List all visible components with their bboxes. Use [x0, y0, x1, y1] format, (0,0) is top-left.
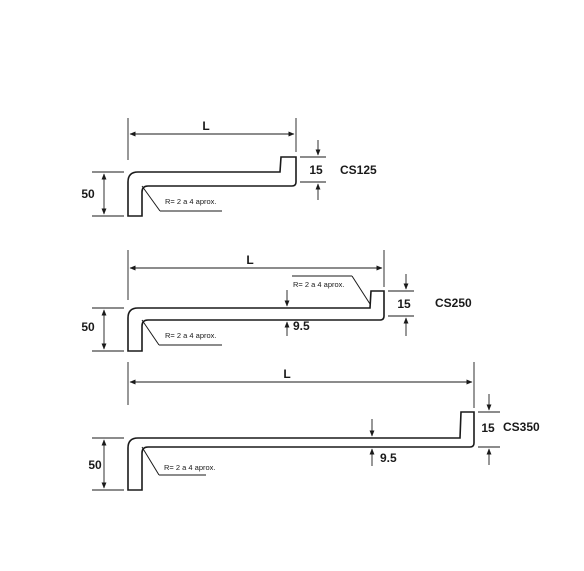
profile-name: CS125	[340, 163, 377, 177]
thickness-label: 9.5	[380, 451, 397, 465]
profile-cs125: L 50 15 CS125 R= 2 a 4 aprox.	[81, 118, 377, 217]
profile-cs350: L 50 15 CS350 9.5 R= 2 a 4 aprox.	[88, 362, 540, 491]
lip-label: 15	[481, 421, 495, 435]
radius-note: R= 2 a 4 aprox.	[165, 197, 217, 206]
radius-leader	[351, 275, 371, 305]
lip-label: 15	[309, 163, 323, 177]
profile-name: CS250	[435, 296, 472, 310]
radius-leader	[141, 446, 160, 476]
radius-note: R= 2 a 4 aprox.	[165, 331, 217, 340]
height-label: 50	[81, 187, 95, 201]
radius-note: R= 2 a 4 aprox.	[164, 463, 216, 472]
radius-leader	[141, 185, 161, 212]
radius-note: R= 2 a 4 aprox.	[293, 280, 345, 289]
height-label: 50	[88, 458, 102, 472]
profile-outline	[127, 290, 385, 352]
lip-label: 15	[397, 297, 411, 311]
length-label: L	[283, 367, 290, 381]
length-label: L	[202, 119, 209, 133]
length-label: L	[246, 253, 253, 267]
profile-name: CS350	[503, 420, 540, 434]
radius-leader	[141, 319, 160, 346]
profile-outline	[127, 411, 475, 491]
profile-outline	[127, 156, 297, 217]
profile-cs250: L 50 15 CS250 9.5 R= 2 a 4 aprox. R= 2 a…	[81, 250, 472, 352]
thickness-label: 9.5	[293, 319, 310, 333]
height-label: 50	[81, 320, 95, 334]
